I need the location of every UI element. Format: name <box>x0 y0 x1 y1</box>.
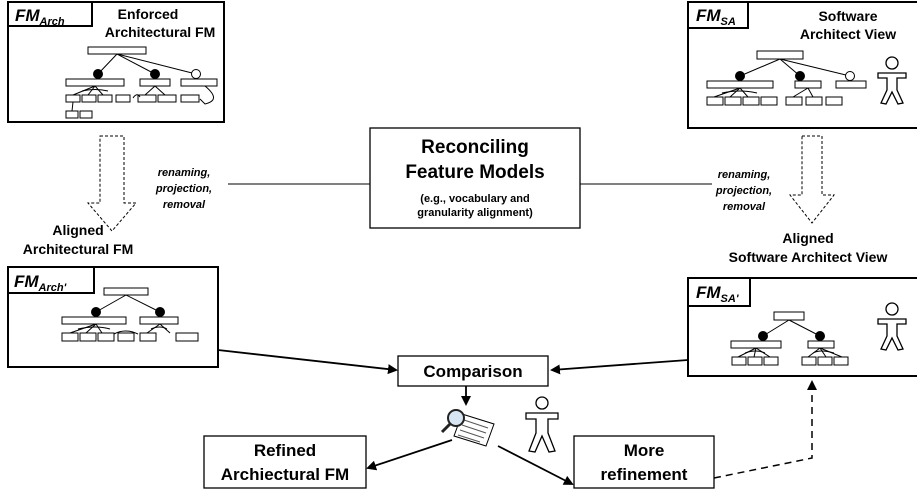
software-architect-prime-person-icon <box>877 302 907 351</box>
more-refinement-box: More refinement <box>573 435 715 489</box>
op-right-2: projection, <box>715 185 772 197</box>
op-right-3: removal <box>723 201 766 213</box>
svg-text:FMSA': FMSA' <box>696 283 739 305</box>
fm-sa-prime-tag: FM <box>696 283 721 302</box>
ops-left: renaming, projection, removal <box>155 167 212 211</box>
fm-sa-prime-box: FMSA' <box>687 277 917 377</box>
more-refinement-label-2: refinement <box>601 465 688 484</box>
op-right-1: renaming, <box>718 169 771 181</box>
svg-text:FMSA: FMSA <box>696 6 736 28</box>
more-refinement-label-1: More <box>624 441 665 460</box>
fm-sa-title-1: Software <box>818 8 877 24</box>
svg-text:FMArch: FMArch <box>15 6 65 28</box>
fm-arch-tree <box>65 46 218 119</box>
reviewer-person-icon <box>525 396 559 453</box>
reconcile-box: Reconciling Feature Models (e.g., vocabu… <box>369 127 581 229</box>
fm-arch-prime-tag: FM <box>14 272 39 291</box>
fm-arch-title-2: Architectural FM <box>105 24 215 40</box>
refined-box: Refined Archiectural FM <box>203 435 367 489</box>
fm-arch-prime-tree <box>61 287 199 342</box>
fm-arch-prime-box: FMArch' <box>7 266 219 368</box>
op-left-1: renaming, <box>158 167 211 179</box>
svg-text:FMArch': FMArch' <box>14 272 67 294</box>
fm-arch-prime-tag-sub: Arch' <box>38 282 67 294</box>
reconcile-title-1: Reconciling <box>421 137 529 158</box>
arrow-sa-to-comparison <box>550 359 689 375</box>
fm-arch-title-1: Enforced <box>118 6 179 22</box>
aligned-sa-label-2: Software Architect View <box>729 249 888 265</box>
fm-sa-tag-sub: SA <box>721 16 736 28</box>
aligned-arch-label-1: Aligned <box>52 222 103 238</box>
fm-arch-box: FMArch Enforced Architectural FM <box>7 1 225 123</box>
aligned-arch-label-2: Architectural FM <box>23 241 133 257</box>
fm-sa-tag: FM <box>696 6 721 25</box>
fm-arch-tag-sub: Arch <box>39 16 65 28</box>
software-architect-person-icon <box>877 56 907 105</box>
ops-right: renaming, projection, removal <box>715 169 772 213</box>
reconcile-title-2: Feature Models <box>405 162 544 183</box>
fm-sa-box: FMSA Software Architect View <box>687 1 917 129</box>
refined-label-1: Refined <box>254 441 316 460</box>
op-left-2: projection, <box>155 183 212 195</box>
report-magnifier-icon <box>440 409 495 447</box>
arrow-arch-to-comparison <box>217 349 398 375</box>
op-left-3: removal <box>163 199 206 211</box>
fm-sa-tree <box>706 50 867 106</box>
reconcile-note-2: granularity alignment) <box>417 207 533 219</box>
arrow-to-more-refinement <box>497 445 574 485</box>
comparison-label: Comparison <box>423 362 522 381</box>
refined-label-2: Archiectural FM <box>221 465 349 484</box>
transform-arrow-left <box>86 135 138 232</box>
dashed-arrow-refinement-feedback <box>713 380 817 479</box>
aligned-sa-label-1: Aligned <box>782 230 833 246</box>
fm-sa-title-2: Architect View <box>800 26 896 42</box>
transform-arrow-right <box>788 135 836 224</box>
arrow-to-refined <box>366 439 453 471</box>
comparison-box: Comparison <box>397 355 549 387</box>
fm-sa-prime-tree <box>730 311 849 366</box>
fm-sa-prime-tag-sub: SA' <box>721 293 739 305</box>
fm-arch-tag: FM <box>15 6 40 25</box>
reconcile-note-1: (e.g., vocabulary and <box>420 193 529 205</box>
